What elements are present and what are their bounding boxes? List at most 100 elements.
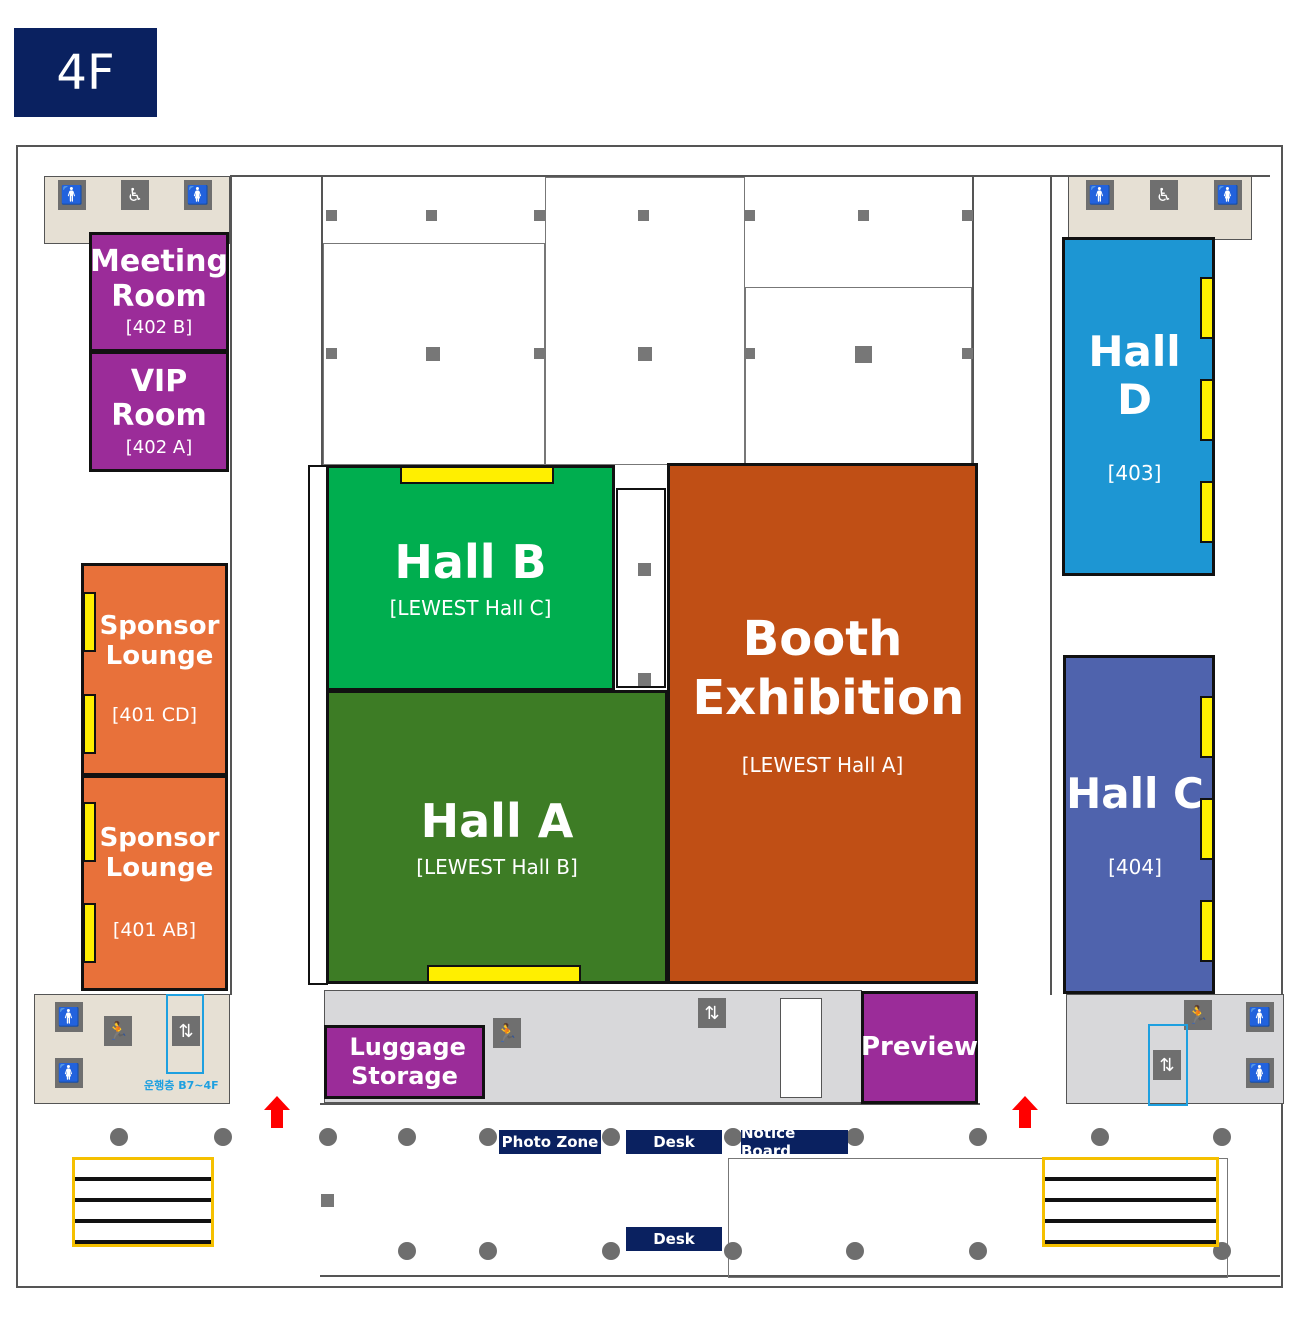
emergency-exit-icon: 🏃 xyxy=(104,1016,132,1046)
female-restroom-icon: 🚺 xyxy=(55,1058,83,1088)
wall xyxy=(230,175,1270,177)
column xyxy=(479,1242,497,1260)
elevator[interactable] xyxy=(166,994,204,1074)
corridor xyxy=(780,998,822,1098)
column xyxy=(846,1242,864,1260)
booth-exhibition[interactable]: Booth Exhibition [LEWEST Hall A] xyxy=(667,463,978,984)
wall xyxy=(230,175,232,995)
room-code: [LEWEST Hall C] xyxy=(389,595,552,620)
column xyxy=(962,348,973,359)
room-name: Hall C xyxy=(1066,768,1204,818)
desk-label: Desk xyxy=(626,1130,722,1154)
column xyxy=(855,346,872,363)
column xyxy=(398,1128,416,1146)
elevator-note: 운행층 B7~4F xyxy=(144,1079,219,1092)
wall xyxy=(320,1103,980,1105)
column xyxy=(479,1128,497,1146)
entrance-marker xyxy=(1200,696,1214,758)
column xyxy=(744,210,755,221)
column xyxy=(962,210,973,221)
room-name: Sponsor Lounge xyxy=(99,823,220,884)
column xyxy=(858,210,869,221)
room-code: [LEWEST Hall B] xyxy=(416,854,578,879)
notice-board-label: Notice Board xyxy=(741,1124,848,1160)
male-restroom-icon: 🚹 xyxy=(1246,1002,1274,1032)
desk-label: Desk xyxy=(626,1227,722,1251)
entrance-marker xyxy=(1200,277,1214,339)
column xyxy=(602,1128,620,1146)
column xyxy=(534,210,545,221)
column xyxy=(319,1128,337,1146)
room-code: [402 A] xyxy=(125,436,193,458)
room-name: VIP Room xyxy=(111,363,207,434)
elevator-icon: ⇅ xyxy=(698,998,726,1028)
wall xyxy=(321,175,323,465)
column xyxy=(1091,1128,1109,1146)
escalator-right[interactable] xyxy=(1042,1157,1219,1247)
female-restroom-icon: 🚺 xyxy=(1214,180,1242,210)
column xyxy=(969,1128,987,1146)
wall xyxy=(1050,175,1052,995)
entrance-arrow-icon xyxy=(1012,1096,1038,1128)
room-code: [404] xyxy=(1108,855,1162,880)
hall-a[interactable]: Hall A [LEWEST Hall B] xyxy=(326,690,668,984)
room-code: [401 AB] xyxy=(112,918,197,941)
room-name: Hall B xyxy=(394,535,547,590)
room-name: Hall A xyxy=(420,794,574,849)
accessible-restroom-icon: ♿ xyxy=(121,180,149,210)
photo-zone-label: Photo Zone xyxy=(499,1130,601,1154)
male-restroom-icon: 🚹 xyxy=(58,180,86,210)
column xyxy=(398,1242,416,1260)
entrance-marker xyxy=(1200,481,1214,543)
escalator-left[interactable] xyxy=(72,1157,214,1247)
entrance-marker xyxy=(1200,900,1214,962)
column xyxy=(638,347,652,361)
accessible-restroom-icon: ♿ xyxy=(1150,180,1178,210)
room-code: [402 B] xyxy=(125,317,193,339)
column xyxy=(326,348,337,359)
sponsor-lounge-401ab[interactable]: Sponsor Lounge [401 AB] xyxy=(81,775,228,991)
preview-room[interactable]: Preview xyxy=(861,991,978,1104)
luggage-storage[interactable]: Luggage Storage xyxy=(324,1025,485,1099)
hall-b[interactable]: Hall B [LEWEST Hall C] xyxy=(326,465,615,691)
room-outline xyxy=(545,177,745,465)
column xyxy=(214,1128,232,1146)
column xyxy=(426,347,440,361)
elevator-icon: ⇅ xyxy=(172,1016,200,1046)
room-code: [LEWEST Hall A] xyxy=(741,752,904,777)
vip-room[interactable]: VIP Room [402 A] xyxy=(89,351,229,472)
column xyxy=(321,1194,334,1207)
wall xyxy=(972,175,974,465)
column xyxy=(426,210,437,221)
column xyxy=(326,210,337,221)
elevator[interactable] xyxy=(1148,1024,1188,1106)
female-restroom-icon: 🚺 xyxy=(1246,1058,1274,1088)
room-code: [403] xyxy=(1107,461,1162,486)
room-name: Booth Exhibition xyxy=(692,611,965,726)
hall-d[interactable]: Hall D [403] xyxy=(1062,237,1215,576)
entrance-marker xyxy=(83,694,96,754)
meeting-room[interactable]: Meeting Room [402 B] xyxy=(89,232,229,352)
hall-c[interactable]: Hall C [404] xyxy=(1063,655,1215,994)
column xyxy=(602,1242,620,1260)
column xyxy=(724,1128,742,1146)
room-outline xyxy=(745,287,972,465)
room-name: Sponsor Lounge xyxy=(99,610,220,671)
column xyxy=(638,673,651,686)
column xyxy=(534,348,545,359)
column xyxy=(638,563,651,576)
emergency-exit-icon: 🏃 xyxy=(1184,1000,1212,1030)
column xyxy=(724,1242,742,1260)
column xyxy=(638,210,649,221)
room-name: Hall D xyxy=(1088,326,1181,424)
entrance-marker xyxy=(1200,798,1214,860)
floor-badge: 4F xyxy=(14,28,157,117)
lobby-outline xyxy=(728,1158,1228,1278)
room-outline xyxy=(616,488,666,688)
entrance-marker xyxy=(83,802,96,862)
male-restroom-icon: 🚹 xyxy=(55,1002,83,1032)
entrance-marker xyxy=(1200,379,1214,441)
column xyxy=(846,1128,864,1146)
wall xyxy=(320,1275,1280,1277)
sponsor-lounge-401cd[interactable]: Sponsor Lounge [401 CD] xyxy=(81,563,228,776)
